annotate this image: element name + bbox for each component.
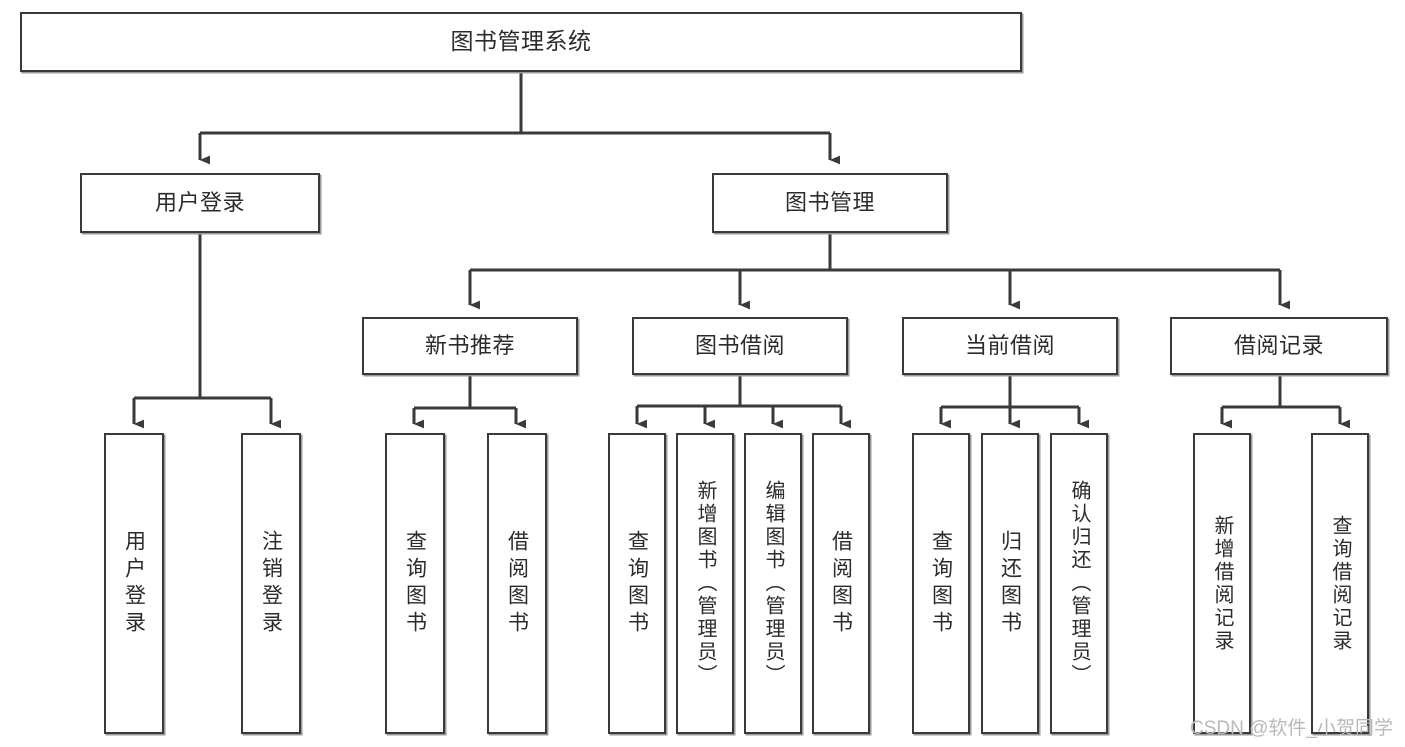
node-label: 借阅记录 bbox=[1233, 333, 1324, 359]
node-new-book-recommend[interactable]: 新书推荐 bbox=[362, 317, 578, 375]
node-label: 查询图书 bbox=[625, 529, 649, 638]
node-leaf-query-book-current[interactable]: 查询图书 bbox=[912, 433, 970, 734]
node-leaf-edit-book-admin[interactable]: 编辑图书（管理员） bbox=[744, 433, 802, 734]
node-user-login[interactable]: 用户登录 bbox=[80, 173, 320, 233]
node-book-borrow[interactable]: 图书借阅 bbox=[632, 317, 848, 375]
node-label: 新增图书（管理员） bbox=[694, 480, 716, 687]
node-label: 用户登录 bbox=[122, 529, 146, 638]
node-label: 查询借阅记录 bbox=[1329, 514, 1351, 653]
node-label: 查询图书 bbox=[403, 529, 427, 638]
node-leaf-user-login[interactable]: 用户登录 bbox=[104, 433, 164, 734]
node-leaf-borrow-book[interactable]: 借阅图书 bbox=[812, 433, 870, 734]
node-label: 编辑图书（管理员） bbox=[762, 480, 784, 687]
node-label: 查询图书 bbox=[929, 529, 953, 638]
node-leaf-confirm-return-admin[interactable]: 确认归还（管理员） bbox=[1050, 433, 1108, 734]
node-label: 归还图书 bbox=[998, 529, 1022, 638]
node-current-borrow[interactable]: 当前借阅 bbox=[902, 317, 1118, 375]
csdn-watermark: CSDN @软件_小贺同学 bbox=[1190, 718, 1393, 739]
node-leaf-return-book[interactable]: 归还图书 bbox=[981, 433, 1039, 734]
node-leaf-query-book-borrow[interactable]: 查询图书 bbox=[608, 433, 666, 734]
node-label: 用户登录 bbox=[154, 190, 245, 216]
node-leaf-query-book-recommend[interactable]: 查询图书 bbox=[385, 433, 445, 734]
node-book-management[interactable]: 图书管理 bbox=[712, 173, 948, 233]
node-leaf-query-borrow-record[interactable]: 查询借阅记录 bbox=[1311, 433, 1369, 734]
node-label: 借阅图书 bbox=[829, 529, 853, 638]
node-borrow-record[interactable]: 借阅记录 bbox=[1170, 317, 1388, 375]
node-label: 注销登录 bbox=[259, 529, 283, 638]
node-leaf-add-borrow-record[interactable]: 新增借阅记录 bbox=[1193, 433, 1251, 734]
node-root-book-management-system[interactable]: 图书管理系统 bbox=[20, 12, 1022, 72]
node-label: 新增借阅记录 bbox=[1211, 514, 1233, 653]
node-leaf-borrow-book-recommend[interactable]: 借阅图书 bbox=[487, 433, 547, 734]
node-label: 新书推荐 bbox=[424, 333, 515, 359]
node-label: 当前借阅 bbox=[964, 333, 1055, 359]
node-leaf-add-book-admin[interactable]: 新增图书（管理员） bbox=[676, 433, 734, 734]
node-label: 确认归还（管理员） bbox=[1068, 480, 1090, 687]
node-label: 图书管理系统 bbox=[450, 28, 592, 55]
node-label: 图书管理 bbox=[784, 190, 875, 216]
node-leaf-logout[interactable]: 注销登录 bbox=[241, 433, 301, 734]
node-label: 图书借阅 bbox=[694, 333, 785, 359]
node-label: 借阅图书 bbox=[505, 529, 529, 638]
